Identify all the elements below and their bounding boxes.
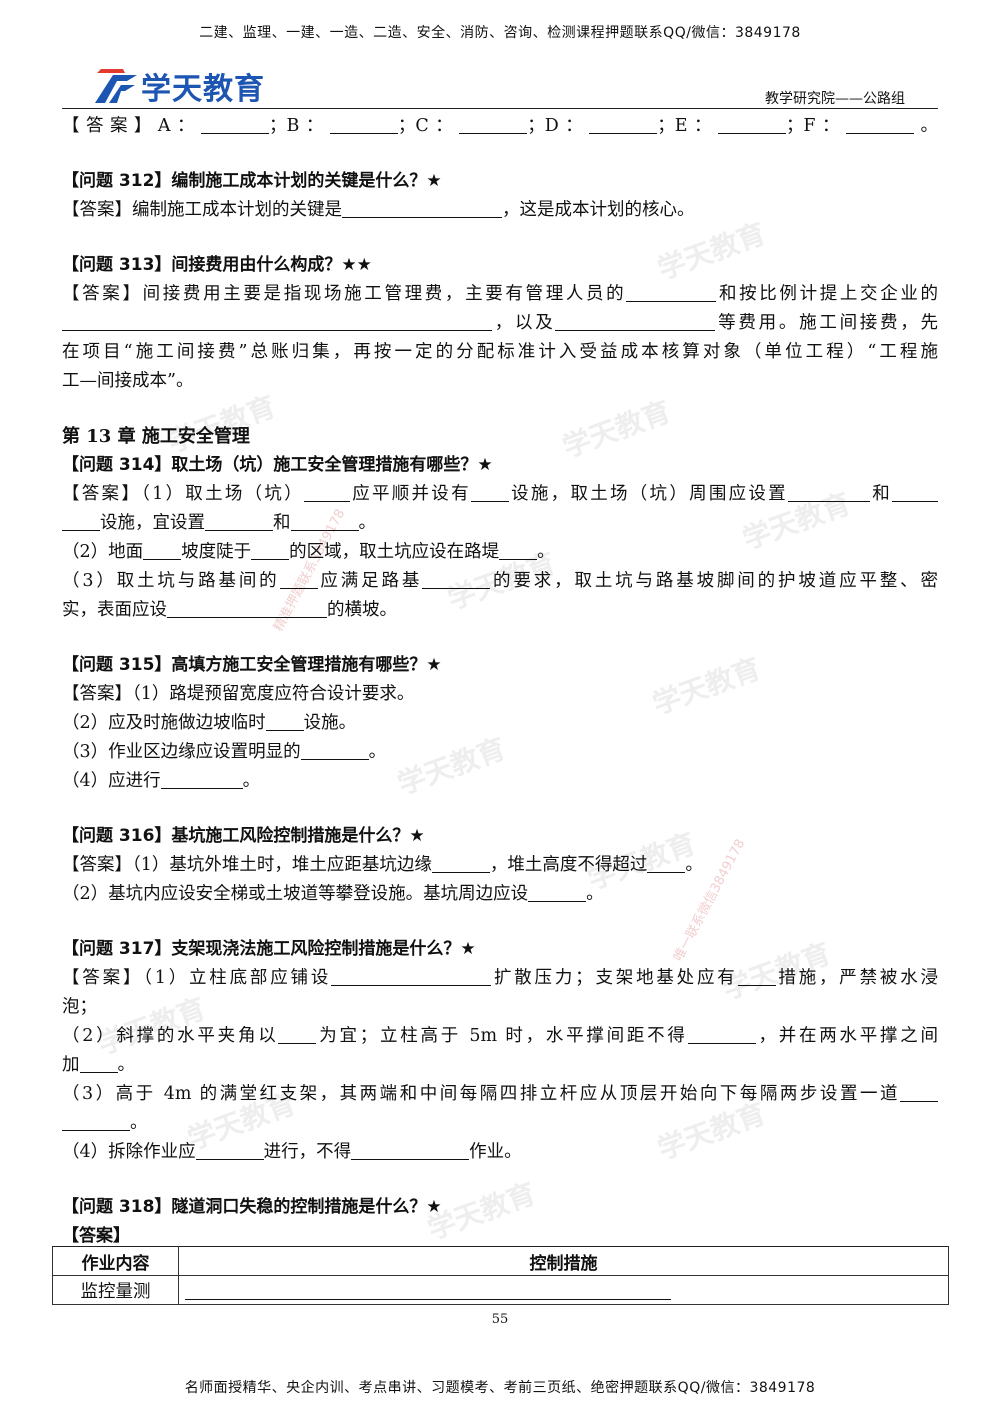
question-317: 【问题 317】支架现浇法施工风险控制措施是什么？★ [62,939,476,959]
answer-317-line-2: 泡； [62,997,97,1017]
answer-316-line-2: （2）基坑内应设安全梯或土坡道等攀登设施。基坑周边应设。 [62,880,938,909]
bottom-banner: 名师面授精华、央企内训、考点串讲、习题模考、考前三页纸、绝密押题联系QQ/微信：… [184,1380,816,1396]
logo: 学天教育 [95,66,265,107]
table-header-cell: 作业内容 [52,1246,179,1276]
answer-317-line-4: 加。 [62,1051,938,1080]
answer-317-line-7: （4）拆除作业应进行，不得作业。 [62,1138,938,1167]
question-314: 【问题 314】取土场（坑）施工安全管理措施有哪些？★ [62,455,493,475]
answer-315-line-3: （3）作业区边缘应设置明显的。 [62,738,938,767]
answer-313-line-1: 【答案】间接费用主要是指现场施工管理费，主要有管理人员的和按比例计提上交企业的 [62,280,938,309]
answer-table: 作业内容 控制措施 监控量测 [52,1246,949,1305]
answer-315-line-2: （2）应及时施做边坡临时设施。 [62,709,938,738]
answer-line-prev: 【答案】A：；B：；C：；D：；E：；F：。 [62,112,938,141]
answer-315-line-4: （4）应进行。 [62,767,938,796]
answer-314-line-1: 【答案】（1）取土场（坑）应平顺并设有设施，取土场（坑）周围应设置和 [62,480,938,509]
answer-314-line-5: 实，表面应设的横坡。 [62,596,938,625]
answer-317-line-1: 【答案】（1）立柱底部应铺设扩散压力；支架地基处应有措施，严禁被水浸 [62,964,938,993]
logo-mark-icon [95,69,137,103]
answer-313-line-3: 在项目“施工间接费”总账归集，再按一定的分配标准计入受益成本核算对象（单位工程）… [62,342,938,362]
answer-314-line-2: 设施，宜设置和。 [62,509,938,538]
question-312: 【问题 312】编制施工成本计划的关键是什么？★ [62,171,442,191]
answer-312: 【答案】编制施工成本计划的关键是，这是成本计划的核心。 [62,196,938,225]
answer-317-line-6: 。 [62,1109,938,1138]
answer-314-line-3: （2）地面坡度陡于的区域，取土坑应设在路堤。 [62,538,938,567]
table-cell: 监控量测 [52,1275,179,1305]
question-313: 【问题 313】间接费用由什么构成？★★ [62,255,372,275]
chapter-title: 第 13 章 施工安全管理 [62,426,250,447]
question-316: 【问题 316】基坑施工风险控制措施是什么？★ [62,826,425,846]
page-number: 55 [491,1312,509,1327]
table-row: 监控量测 [52,1275,949,1305]
answer-313-line-2: ，以及等费用。施工间接费，先 [62,309,938,338]
top-banner: 二建、监理、一建、一造、二造、安全、消防、咨询、检测课程押题联系QQ/微信：38… [199,25,801,41]
answer-316-line-1: 【答案】（1）基坑外堆土时，堆土应距基坑边缘，堆土高度不得超过。 [62,851,938,880]
header-subtitle: 教学研究院——公路组 [765,91,905,107]
table-header-row: 作业内容 控制措施 [52,1246,949,1276]
table-header-cell: 控制措施 [178,1246,949,1276]
document-body: 【答案】A：；B：；C：；D：；E：；F：。 【问题 312】编制施工成本计划的… [62,112,938,1251]
answer-314-line-4: （3）取土坑与路基间的应满足路基的要求，取土坑与路基坡脚间的护坡道应平整、密 [62,567,938,596]
answer-315-line-1: 【答案】（1）路堤预留宽度应符合设计要求。 [62,684,415,704]
answer-313-line-4: 工—间接成本”。 [62,371,194,391]
answer-318: 【答案】 [62,1226,130,1246]
answer-317-line-5: （3）高于 4m 的满堂红支架，其两端和中间每隔四排立杆应从顶层开始向下每隔两步… [62,1080,938,1109]
question-315: 【问题 315】高填方施工安全管理措施有哪些？★ [62,655,442,675]
table-cell-blank [178,1275,949,1305]
question-318: 【问题 318】隧道洞口失稳的控制措施是什么？★ [62,1197,442,1217]
logo-text: 学天教育 [141,72,265,107]
header-rule [62,108,938,109]
answer-317-line-3: （2）斜撑的水平夹角以为宜；立柱高于 5m 时，水平撑间距不得，并在两水平撑之间 [62,1022,938,1051]
